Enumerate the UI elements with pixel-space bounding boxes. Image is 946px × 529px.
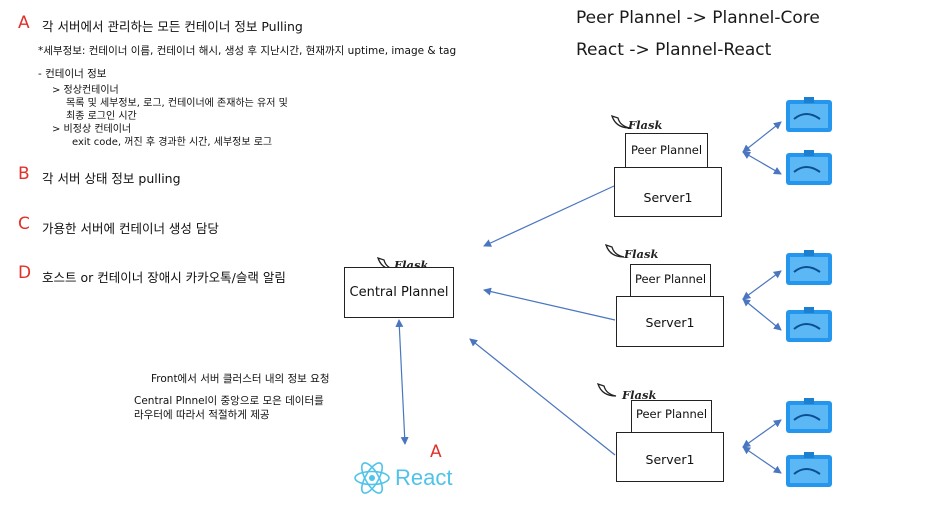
server3-peer-box: Peer Plannel — [631, 400, 712, 432]
arrow-server2-docker-bottom — [742, 298, 782, 331]
note-b-letter: B — [18, 164, 30, 184]
docker-icon — [786, 307, 832, 342]
note-normal-detail-1: 목록 및 세부정보, 로그, 컨테이너에 존재하는 유저 및 — [66, 98, 288, 109]
docker-icon — [786, 398, 832, 433]
server3-peer-label: Peer Plannel — [635, 406, 708, 421]
server2-flask-label: Flask — [624, 247, 659, 261]
note-normal-detail-2: 최종 로그인 시간 — [66, 111, 137, 122]
note-abnormal-detail: exit code, 꺼진 후 경과한 시간, 세부정보 로그 — [72, 137, 273, 148]
note-a-letter: A — [18, 13, 30, 33]
central-plannel-box: Central Plannel — [344, 267, 454, 318]
arrow-server2-to-central — [483, 287, 616, 321]
server1-peer-label: Peer Plannel — [630, 142, 703, 157]
server2-label: Server1 — [645, 315, 695, 330]
arrow-server1-docker-bottom — [742, 151, 782, 175]
note-b-text: 각 서버 상태 정보 pulling — [42, 171, 181, 186]
server3-box: Server1 — [616, 432, 724, 482]
server3-label: Server1 — [645, 451, 695, 467]
note-c-letter: C — [18, 214, 30, 234]
server2-box: Server1 — [616, 296, 724, 347]
arrow-server1-to-central — [483, 185, 615, 247]
server3-flask-label: Flask — [622, 388, 657, 402]
server1-flask-label: Flask — [628, 118, 663, 132]
front-a-letter: A — [430, 442, 442, 462]
front-note-line-1: Front에서 서버 클러스터 내의 정보 요청 — [151, 373, 330, 385]
server2-peer-label: Peer Plannel — [634, 271, 707, 286]
flask-logo-icon — [376, 114, 631, 397]
docker-icon — [786, 97, 832, 132]
server1-box: Server1 — [614, 167, 722, 217]
docker-icon — [786, 250, 832, 285]
server2-peer-box: Peer Plannel — [630, 264, 711, 296]
react-wordmark: React — [395, 465, 453, 490]
front-note-line-2: Central Plnnel이 중앙으로 모은 데이터를 — [134, 395, 324, 407]
docker-icon — [786, 452, 832, 487]
server1-peer-box: Peer Plannel — [625, 133, 708, 167]
arrow-central-react — [395, 319, 409, 445]
header-line-1: Peer Plannel -> Plannel-Core — [576, 8, 820, 28]
note-container-info: - 컨테이너 정보 — [38, 68, 107, 80]
front-note-line-3: 라우터에 따라서 적절하게 제공 — [134, 409, 270, 421]
note-c-text: 가용한 서버에 컨테이너 생성 담당 — [42, 221, 219, 236]
note-a-detail: *세부정보: 컨테이너 이름, 컨테이너 해시, 생성 후 지난시간, 현재까지… — [38, 45, 457, 57]
note-d-text: 호스트 or 컨테이너 장애시 카카오톡/슬랙 알림 — [42, 270, 286, 285]
arrow-server2-docker-top — [742, 270, 782, 300]
note-d-letter: D — [18, 263, 32, 283]
central-plannel-label: Central Plannel — [349, 285, 449, 300]
arrow-server3-docker-top — [742, 419, 782, 448]
arrow-server1-docker-top — [742, 121, 782, 153]
header-line-2: React -> Plannel-React — [576, 40, 772, 60]
react-logo-icon — [354, 462, 390, 494]
note-abnormal: > 비정상 컨테이너 — [52, 124, 132, 135]
arrow-server3-docker-bottom — [742, 446, 782, 474]
note-a-text: 각 서버에서 관리하는 모든 컨테이너 정보 Pulling — [42, 19, 303, 34]
docker-icon — [786, 150, 832, 185]
arrow-server3-to-central — [469, 338, 616, 456]
server1-label: Server1 — [643, 189, 693, 205]
note-normal: > 정상컨테이너 — [52, 85, 119, 96]
